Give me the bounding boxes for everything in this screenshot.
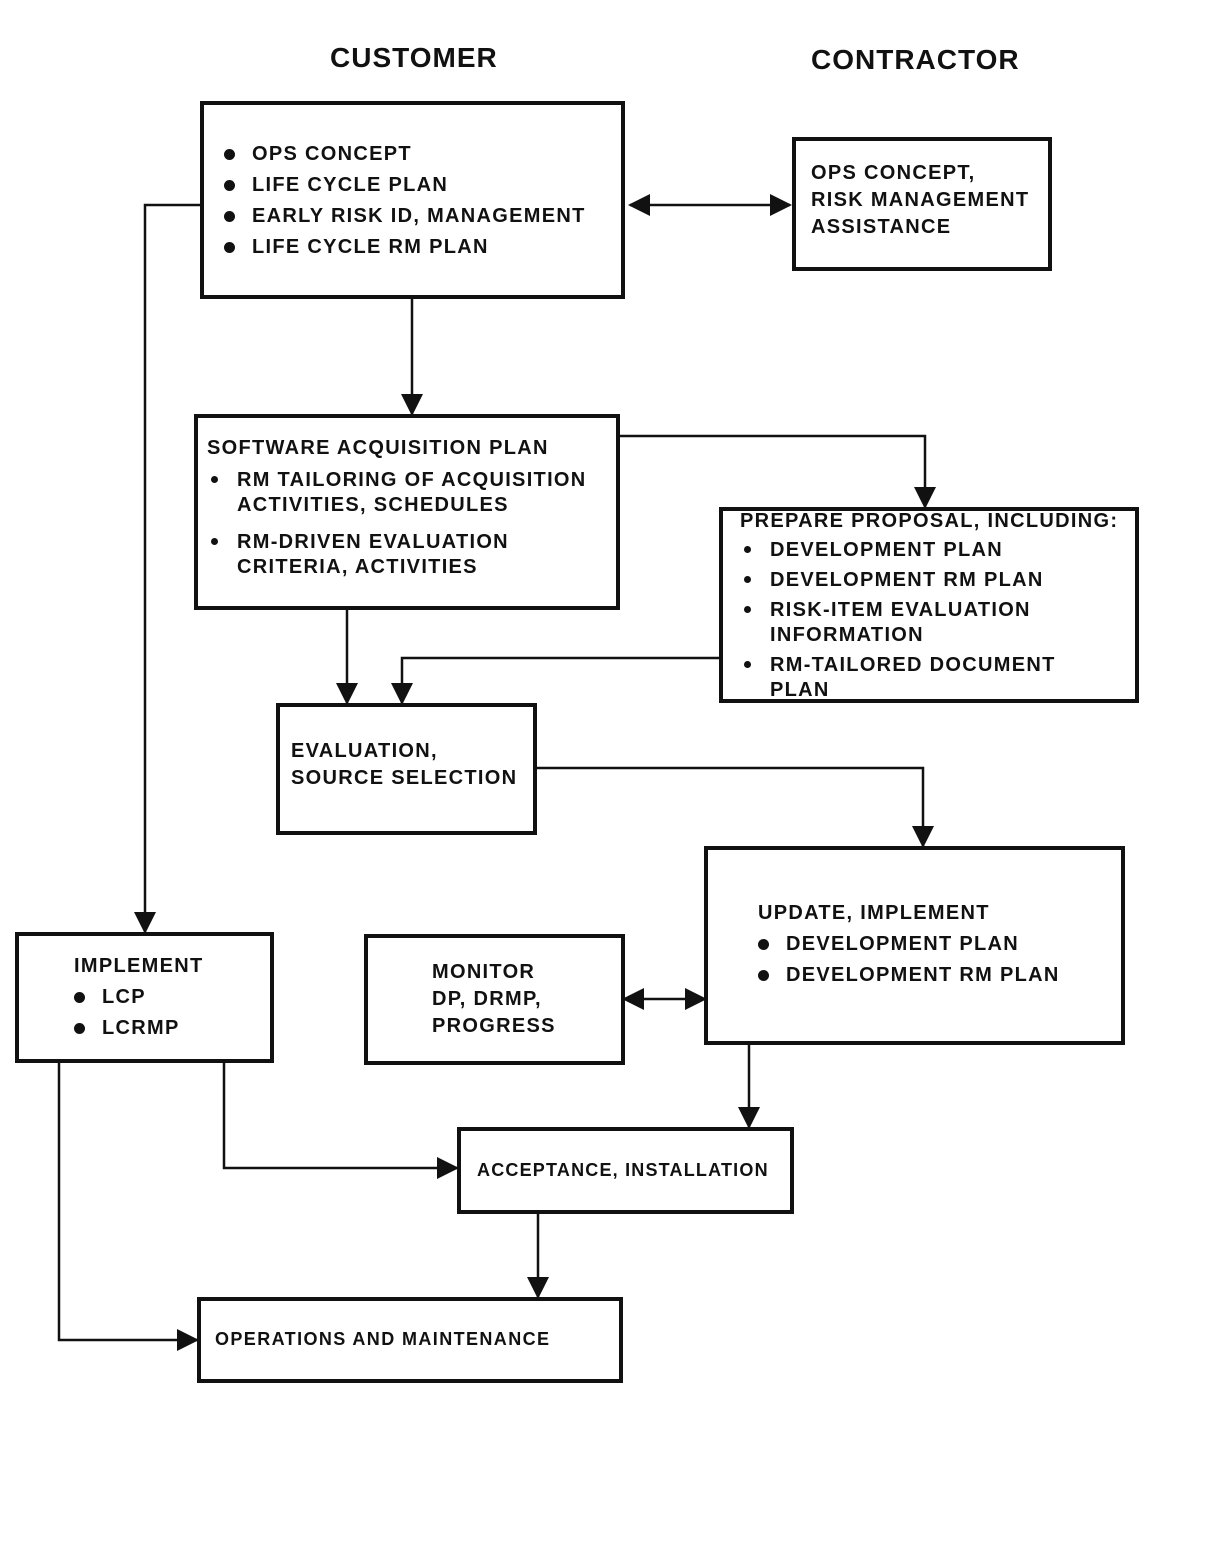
acquisition-plan-box [194,414,620,610]
implement-text: IMPLEMENT LCP LCRMP [74,951,203,1044]
implement-item: LCP [74,982,203,1013]
item-line: ACTIVITIES, SCHEDULES [237,494,509,516]
ops-concept-box [200,101,625,299]
update-implement-title: UPDATE, IMPLEMENT [758,902,990,924]
update-implement-item: DEVELOPMENT PLAN [758,929,1060,960]
item-line: RM-TAILORED DOCUMENT [770,654,1056,676]
proposal-list: DEVELOPMENT PLAN DEVELOPMENT RM PLAN RIS… [740,538,1118,703]
update-implement-list: DEVELOPMENT PLAN DEVELOPMENT RM PLAN [758,929,1060,991]
item-line: RISK-ITEM EVALUATION [770,599,1031,621]
update-implement-item: DEVELOPMENT RM PLAN [758,960,1060,991]
acceptance-box [457,1127,794,1214]
item-line: INFORMATION [770,624,924,646]
implement-box [15,932,274,1063]
monitor-box [364,934,625,1065]
proposal-box [719,507,1139,703]
update-implement-text: UPDATE, IMPLEMENT DEVELOPMENT PLAN DEVEL… [758,898,1060,991]
contractor-ops-text: OPS CONCEPT, RISK MANAGEMENT ASSISTANCE [811,160,1029,241]
acquisition-plan-list: RM TAILORING OF ACQUISITION ACTIVITIES, … [207,468,587,580]
evaluation-line: SOURCE SELECTION [291,767,518,789]
implement-item: LCRMP [74,1013,203,1044]
update-implement-box [704,846,1125,1045]
ops-concept-list: OPS CONCEPT LIFE CYCLE PLAN EARLY RISK I… [224,139,586,263]
monitor-line: PROGRESS [432,1015,556,1037]
contractor-ops-box [792,137,1052,271]
arrow-acquisition-to-proposal [618,434,936,509]
operations-box [197,1297,623,1383]
arrow-implement-to-operations [57,1062,199,1351]
monitor-line: DP, DRMP, [432,988,542,1010]
contractor-ops-line: ASSISTANCE [811,216,952,238]
item-line: CRITERIA, ACTIVITIES [237,556,478,578]
contractor-header: CONTRACTOR [811,44,1020,75]
arrow-evaluation-to-update [536,766,934,848]
proposal-item: DEVELOPMENT RM PLAN [740,568,1118,593]
customer-header: CUSTOMER [330,42,498,73]
proposal-text: PREPARE PROPOSAL, INCLUDING: DEVELOPMENT… [740,508,1118,703]
acquisition-plan-item: RM TAILORING OF ACQUISITION ACTIVITIES, … [207,468,587,518]
proposal-item: RISK-ITEM EVALUATION INFORMATION [740,598,1118,648]
arrow-ops-to-implement [134,203,200,934]
arrow-proposal-to-evaluation [391,656,720,705]
proposal-item: DEVELOPMENT PLAN [740,538,1118,563]
operations-label: OPERATIONS AND MAINTENANCE [215,1329,551,1349]
implement-title: IMPLEMENT [74,955,204,977]
ops-concept-item: OPS CONCEPT [224,139,586,170]
item-line: RM-DRIVEN EVALUATION [237,531,509,553]
acceptance-label: ACCEPTANCE, INSTALLATION [477,1160,769,1180]
evaluation-text: EVALUATION, SOURCE SELECTION [291,738,517,792]
proposal-item: RM-TAILORED DOCUMENT PLAN [740,653,1118,703]
life-cycle-plan-item: LIFE CYCLE PLAN [224,170,586,201]
early-risk-item: EARLY RISK ID, MANAGEMENT [224,201,586,232]
acquisition-plan-item: RM-DRIVEN EVALUATION CRITERIA, ACTIVITIE… [207,530,587,580]
item-line: PLAN [770,679,830,701]
arrow-implement-to-acceptance [222,1062,459,1179]
monitor-text: MONITOR DP, DRMP, PROGRESS [432,959,556,1040]
item-line: DEVELOPMENT PLAN [770,539,1004,561]
acquisition-plan-title: SOFTWARE ACQUISITION PLAN [207,437,549,459]
contractor-ops-line: OPS CONCEPT, [811,162,976,184]
contractor-ops-line: RISK MANAGEMENT [811,189,1030,211]
acquisition-plan-text: SOFTWARE ACQUISITION PLAN RM TAILORING O… [207,432,587,580]
item-line: DEVELOPMENT RM PLAN [770,569,1044,591]
monitor-line: MONITOR [432,961,536,983]
life-cycle-rm-plan-item: LIFE CYCLE RM PLAN [224,232,586,263]
proposal-title: PREPARE PROPOSAL, INCLUDING: [740,510,1119,532]
evaluation-box [276,703,537,835]
evaluation-line: EVALUATION, [291,740,438,762]
implement-list: LCP LCRMP [74,982,203,1044]
item-line: RM TAILORING OF ACQUISITION [237,469,587,491]
